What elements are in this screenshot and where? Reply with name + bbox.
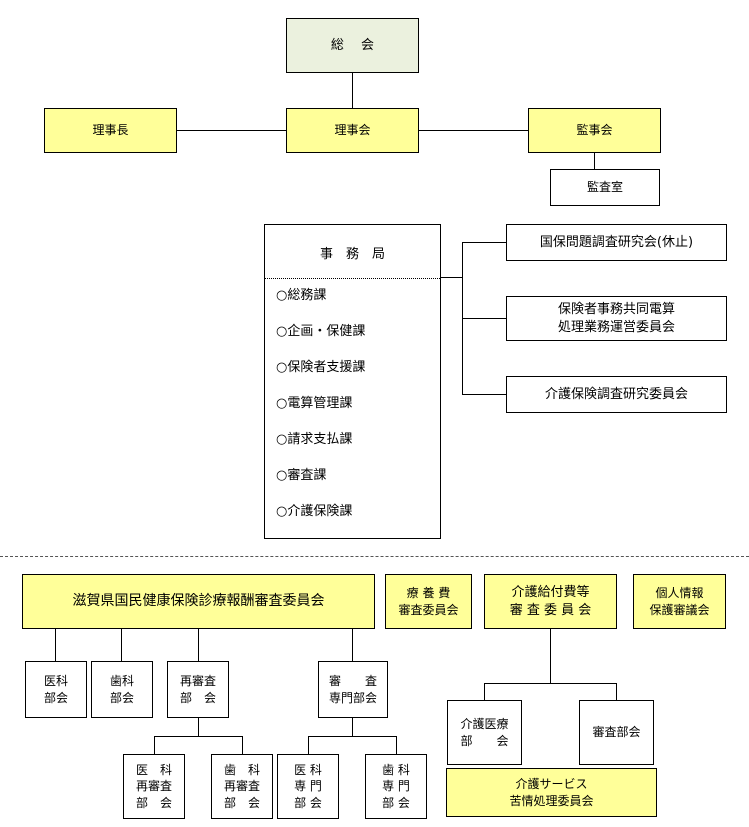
secretariat-box xyxy=(264,224,441,539)
medical-subcommittee-box: 医科 部会 xyxy=(25,661,87,718)
connector xyxy=(154,736,243,737)
connector xyxy=(176,130,286,131)
connector xyxy=(440,277,463,278)
review-committee-box: 滋賀県国民健康保険診療報酬審査委員会 xyxy=(22,574,375,629)
section-item: ○審査課 xyxy=(276,468,327,483)
secretariat-title: 事 務 局 xyxy=(319,247,385,262)
medical-rereview-box: 医 科 再審査 部 会 xyxy=(123,754,185,819)
research-committee-box: 国保問題調査研究会(休止) xyxy=(506,224,727,261)
connector xyxy=(462,394,507,395)
rereview-subcommittee-box: 再審査 部 会 xyxy=(167,661,229,718)
specialist-subcommittee-box: 審 査 専門部会 xyxy=(318,661,388,718)
connector xyxy=(352,72,353,109)
connector xyxy=(198,628,199,662)
connector xyxy=(121,628,122,662)
section-item: ○請求支払課 xyxy=(276,432,353,447)
general-meeting-box: 総 会 xyxy=(286,18,419,73)
care-research-committee-box: 介護保険調査研究委員会 xyxy=(506,376,727,413)
connector xyxy=(594,152,595,170)
connector xyxy=(484,683,485,701)
connector xyxy=(396,736,397,755)
chairman-box: 理事長 xyxy=(44,108,177,153)
section-item: ○電算管理課 xyxy=(276,396,353,411)
connector xyxy=(352,717,353,736)
section-item: ○企画・保健課 xyxy=(276,324,366,339)
section-separator xyxy=(0,556,749,557)
connector xyxy=(55,628,56,662)
dental-rereview-box: 歯 科 再審査 部 会 xyxy=(211,754,273,819)
medical-care-committee-box: 療 養 費 審査委員会 xyxy=(385,574,472,629)
dental-subcommittee-box: 歯科 部会 xyxy=(91,661,153,718)
connector xyxy=(308,736,309,755)
section-item: ○介護保険課 xyxy=(276,504,353,519)
connector xyxy=(242,736,243,755)
examination-subcommittee-box: 審査部会 xyxy=(579,700,654,765)
auditors-box: 監事会 xyxy=(528,108,661,153)
board-of-directors-box: 理事会 xyxy=(286,108,419,153)
connector xyxy=(550,628,551,683)
privacy-council-box: 個人情報 保護審議会 xyxy=(633,574,726,629)
connector xyxy=(308,736,397,737)
connector xyxy=(418,130,528,131)
connector xyxy=(462,318,507,319)
connector xyxy=(352,628,353,662)
connector xyxy=(462,242,507,243)
connector xyxy=(154,736,155,755)
connector xyxy=(484,683,617,684)
computing-committee-box: 保険者事務共同電算 処理業務運営委員会 xyxy=(506,296,727,341)
dental-specialist-box: 歯 科 専 門 部 会 xyxy=(365,754,427,819)
care-complaints-committee-box: 介護サービス 苦情処理委員会 xyxy=(446,768,657,817)
connector xyxy=(616,683,617,701)
medical-specialist-box: 医 科 専 門 部 会 xyxy=(277,754,339,819)
care-benefit-committee-box: 介護給付費等 審 査 委 員 会 xyxy=(484,574,617,629)
section-item: ○総務課 xyxy=(276,288,327,303)
connector xyxy=(198,717,199,736)
audit-office-box: 監査室 xyxy=(550,169,660,206)
care-medical-subcommittee-box: 介護医療 部 会 xyxy=(447,700,522,765)
section-item: ○保険者支援課 xyxy=(276,360,366,375)
secretariat-divider xyxy=(265,278,440,279)
